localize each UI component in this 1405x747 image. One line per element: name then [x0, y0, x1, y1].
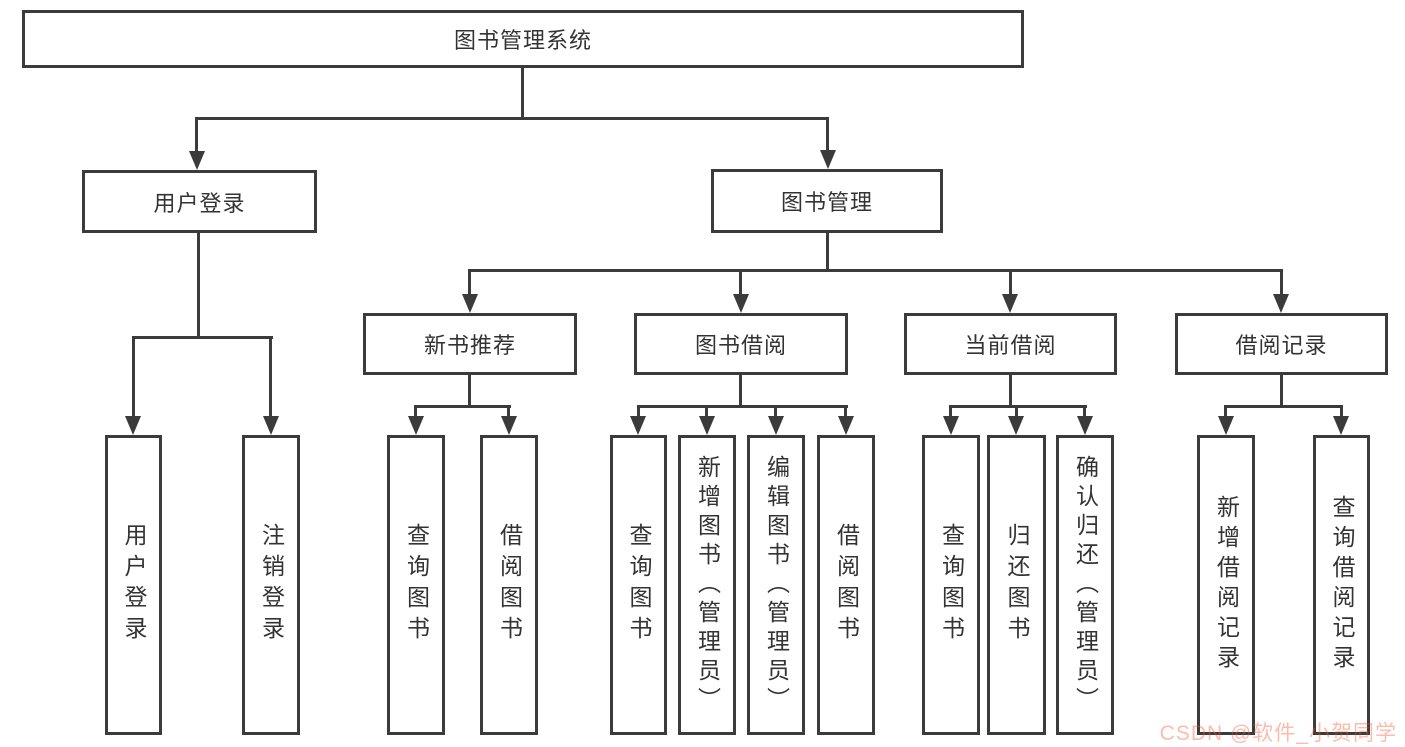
arrow-down-icon	[820, 150, 836, 169]
connector-drop-l3	[468, 269, 471, 296]
arrow-down-icon	[733, 294, 749, 313]
connector-drop-leaf	[1340, 405, 1343, 418]
csdn-watermark: CSDN @软件_小贺同学	[1159, 722, 1397, 745]
node-current-borrow: 当前借阅	[904, 313, 1117, 375]
leaf-logout: 注销登录	[242, 435, 300, 735]
connector-newbook-split	[414, 405, 511, 408]
connector-current-stem	[1009, 375, 1012, 408]
arrow-down-icon	[838, 416, 854, 435]
node-borrow-records: 借阅记录	[1175, 313, 1388, 375]
connector-borrow-split	[637, 405, 848, 408]
leaf-query-book-2: 查询图书	[610, 435, 667, 735]
arrow-down-icon	[630, 416, 646, 435]
leaf-edit-book-admin: 编辑图书（管理员）	[747, 435, 805, 735]
arrow-down-icon	[699, 416, 715, 435]
arrow-down-icon	[1008, 416, 1024, 435]
node-book-management: 图书管理	[711, 169, 943, 233]
leaf-query-borrow-record: 查询借阅记录	[1313, 435, 1370, 735]
arrow-down-icon	[408, 416, 424, 435]
node-root-system: 图书管理系统	[22, 10, 1024, 68]
connector-drop-l3	[739, 269, 742, 296]
arrow-down-icon	[125, 416, 141, 435]
leaf-return-book: 归还图书	[987, 435, 1046, 735]
connector-bookmgmt-stem	[826, 233, 829, 272]
leaf-query-book-3: 查询图书	[922, 435, 980, 735]
arrow-down-icon	[768, 416, 784, 435]
leaf-add-book-admin: 新增图书（管理员）	[678, 435, 736, 735]
arrow-down-icon	[1333, 416, 1349, 435]
connector-root-split	[195, 117, 829, 120]
arrow-down-icon	[943, 416, 959, 435]
connector-records-split	[1224, 405, 1343, 408]
connector-drop-user-login	[195, 117, 198, 153]
connector-drop-l3	[1280, 269, 1283, 296]
leaf-confirm-return-admin: 确认归还（管理员）	[1056, 435, 1114, 735]
leaf-borrow-book-1: 借阅图书	[480, 435, 538, 735]
connector-userlogin-split	[132, 336, 273, 339]
connector-drop-leaf	[705, 405, 708, 418]
connector-drop-book-mgmt	[826, 117, 829, 153]
connector-borrow-stem	[739, 375, 742, 408]
connector-drop-leaf	[844, 405, 847, 418]
arrow-down-icon	[501, 416, 517, 435]
leaf-user-login: 用户登录	[105, 435, 162, 735]
arrow-down-icon	[263, 416, 279, 435]
connector-drop-leaf	[132, 336, 135, 418]
connector-userlogin-stem	[197, 233, 200, 338]
connector-drop-leaf	[269, 336, 272, 418]
arrow-down-icon	[1273, 294, 1289, 313]
node-new-book-recommend: 新书推荐	[363, 313, 577, 375]
leaf-add-borrow-record: 新增借阅记录	[1197, 435, 1255, 735]
arrow-down-icon	[1077, 416, 1093, 435]
connector-drop-leaf	[507, 405, 510, 418]
connector-bookmgmt-split	[468, 269, 1283, 272]
connector-drop-leaf	[1224, 405, 1227, 418]
leaf-query-book-1: 查询图书	[387, 435, 445, 735]
arrow-down-icon	[1218, 416, 1234, 435]
arrow-down-icon	[462, 294, 478, 313]
connector-drop-leaf	[1083, 405, 1086, 418]
connector-current-split	[949, 405, 1087, 408]
node-user-login: 用户登录	[82, 170, 317, 233]
connector-drop-leaf	[949, 405, 952, 418]
connector-drop-l3	[1009, 269, 1012, 296]
connector-records-stem	[1280, 375, 1283, 408]
connector-newbook-stem	[468, 375, 471, 408]
arrow-down-icon	[189, 151, 205, 170]
leaf-borrow-book-2: 借阅图书	[817, 435, 875, 735]
connector-drop-leaf	[414, 405, 417, 418]
node-book-borrow: 图书借阅	[634, 313, 848, 375]
connector-drop-leaf	[1015, 405, 1018, 418]
connector-root-stem	[521, 68, 524, 120]
arrow-down-icon	[1002, 294, 1018, 313]
connector-drop-leaf	[774, 405, 777, 418]
connector-drop-leaf	[637, 405, 640, 418]
